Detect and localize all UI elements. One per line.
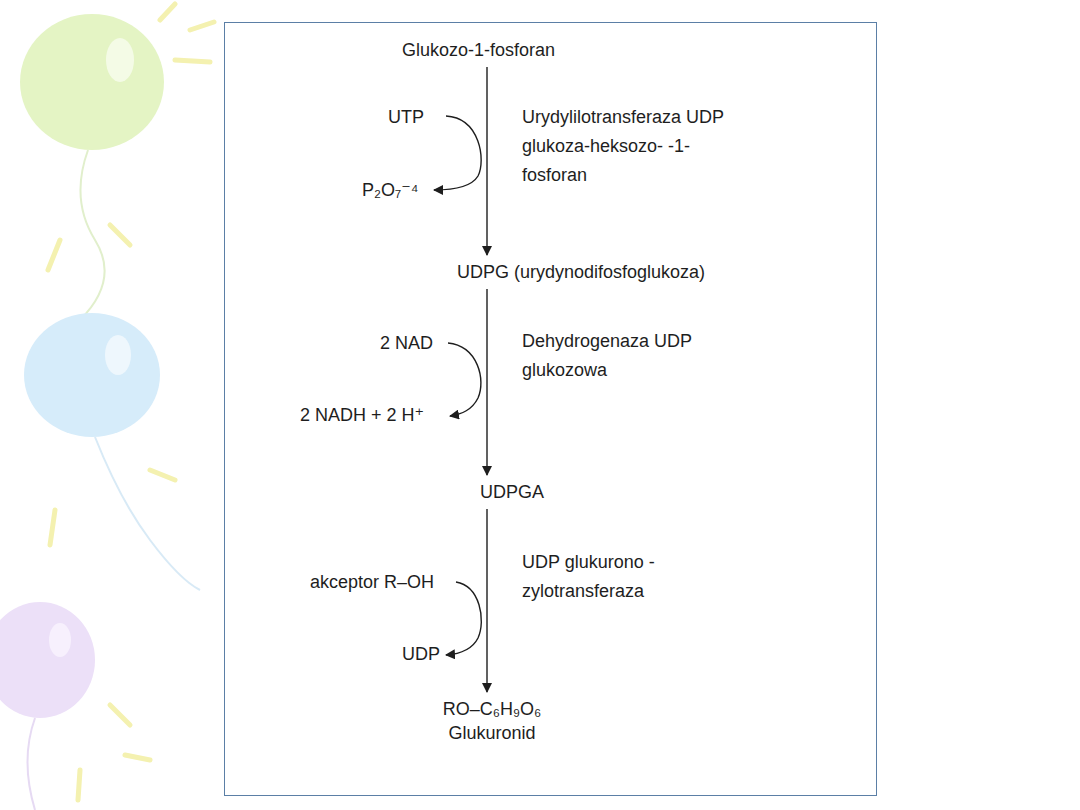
cofactor-label: 2 NADH + 2 H⁺: [300, 404, 424, 426]
reaction-arrow: [486, 67, 487, 255]
metabolite-name: UDPGA: [480, 480, 544, 504]
metabolite-name: UDPG (urydynodifosfoglukoza): [457, 260, 705, 284]
cofactor-label: UDP: [402, 643, 440, 665]
enzyme-label: Urydylilotransferaza UDP glukoza-heksozo…: [522, 103, 737, 190]
reaction-arrow: [486, 289, 487, 475]
metabolite-node: UDPG (urydynodifosfoglukoza): [453, 258, 709, 286]
cofactor-label: akceptor R–OH: [310, 571, 434, 593]
metabolite-subtitle: Glukuronid: [443, 721, 542, 745]
cofactor-label: UTP: [388, 106, 424, 128]
metabolite-node: UDPGA: [476, 478, 548, 506]
reaction-arrow: [486, 509, 487, 692]
metabolite-node: Glukozo-1-fosforan: [398, 36, 559, 64]
cofactor-arrow: [446, 582, 481, 655]
cofactor-arrow: [434, 116, 481, 190]
cofactor-label: 2 NAD: [380, 332, 433, 354]
enzyme-label: Dehydrogenaza UDP glukozowa: [522, 327, 737, 385]
metabolite-name: Glukozo-1-fosforan: [402, 38, 555, 62]
enzyme-label: UDP glukurono - zylotransferaza: [522, 548, 737, 606]
cofactor-label: P₂O₇⁻⁴: [362, 179, 418, 201]
metabolite-node: RO–C₆H₉O₆Glukuronid: [439, 695, 546, 747]
metabolite-name: RO–C₆H₉O₆: [443, 697, 542, 721]
cofactor-arrow: [448, 343, 481, 416]
